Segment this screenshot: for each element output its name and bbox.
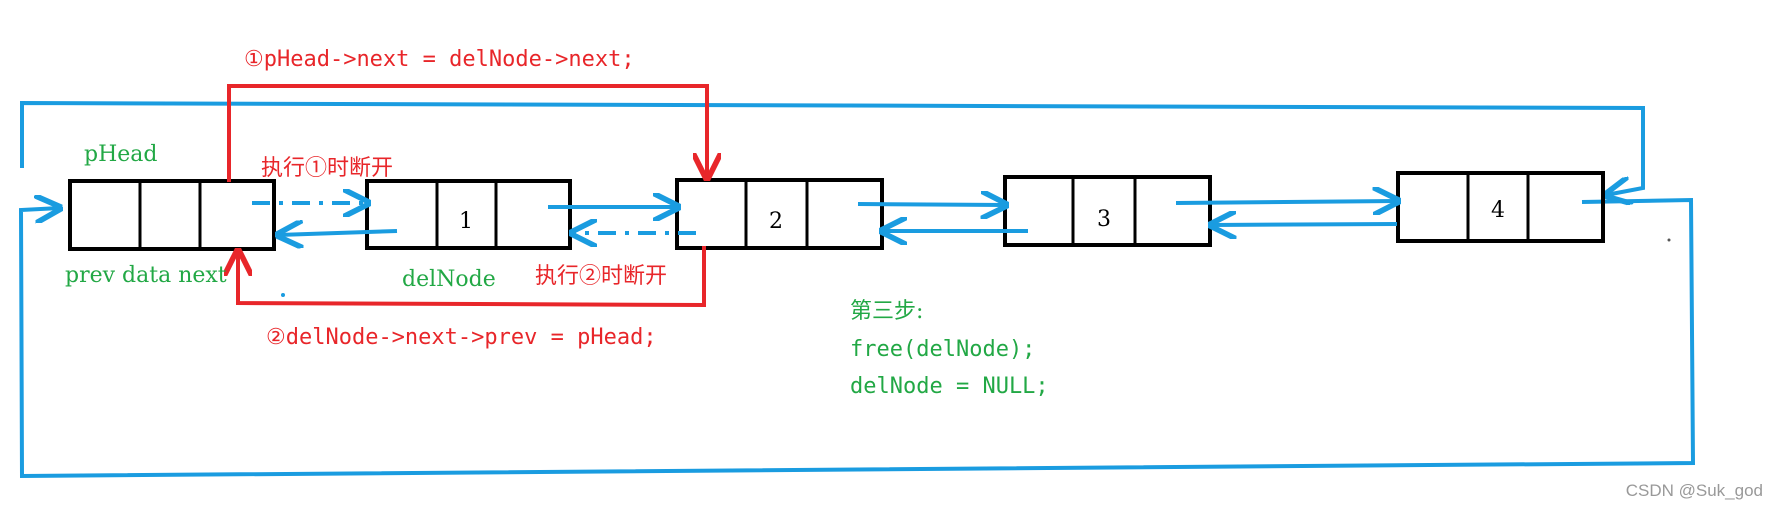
node-head bbox=[68, 179, 276, 251]
link-n3-next bbox=[1175, 201, 1398, 203]
step1-break-note: 执行①时断开 bbox=[261, 156, 393, 181]
node-4-data: 4 bbox=[1491, 198, 1505, 223]
step2-code: ②delNode->next->prev = pHead; bbox=[266, 325, 657, 350]
stray-dot bbox=[1667, 238, 1671, 242]
step1-arrow bbox=[227, 84, 707, 182]
link-n1-prev bbox=[278, 231, 398, 235]
delnode-label: delNode bbox=[402, 267, 496, 292]
loop-top-connector bbox=[20, 100, 1645, 195]
loop-bottom-connector bbox=[18, 200, 1696, 479]
node-3-data: 3 bbox=[1097, 207, 1111, 232]
node-1: 1 bbox=[365, 179, 572, 250]
watermark: CSDN @Suk_god bbox=[1626, 481, 1763, 500]
field-names-label: prev data next bbox=[65, 263, 227, 288]
step3-line1: free(delNode); bbox=[850, 337, 1035, 362]
step2-break-note: 执行②时断开 bbox=[535, 264, 667, 289]
step3-line2: delNode = NULL; bbox=[850, 374, 1049, 399]
node-2-data: 2 bbox=[769, 209, 783, 234]
node-3: 3 bbox=[1003, 175, 1212, 247]
link-n4-prev bbox=[1211, 224, 1398, 225]
step2-arrow bbox=[238, 246, 706, 308]
node-1-data: 1 bbox=[459, 209, 473, 234]
node-4: 4 bbox=[1396, 171, 1605, 243]
phead-label: pHead bbox=[84, 142, 158, 167]
step1-code: ①pHead->next = delNode->next; bbox=[244, 47, 635, 72]
stray-dot bbox=[281, 293, 285, 297]
node-2: 2 bbox=[675, 178, 884, 250]
step3-title: 第三步: bbox=[850, 299, 923, 324]
link-n2-next bbox=[857, 204, 1006, 205]
